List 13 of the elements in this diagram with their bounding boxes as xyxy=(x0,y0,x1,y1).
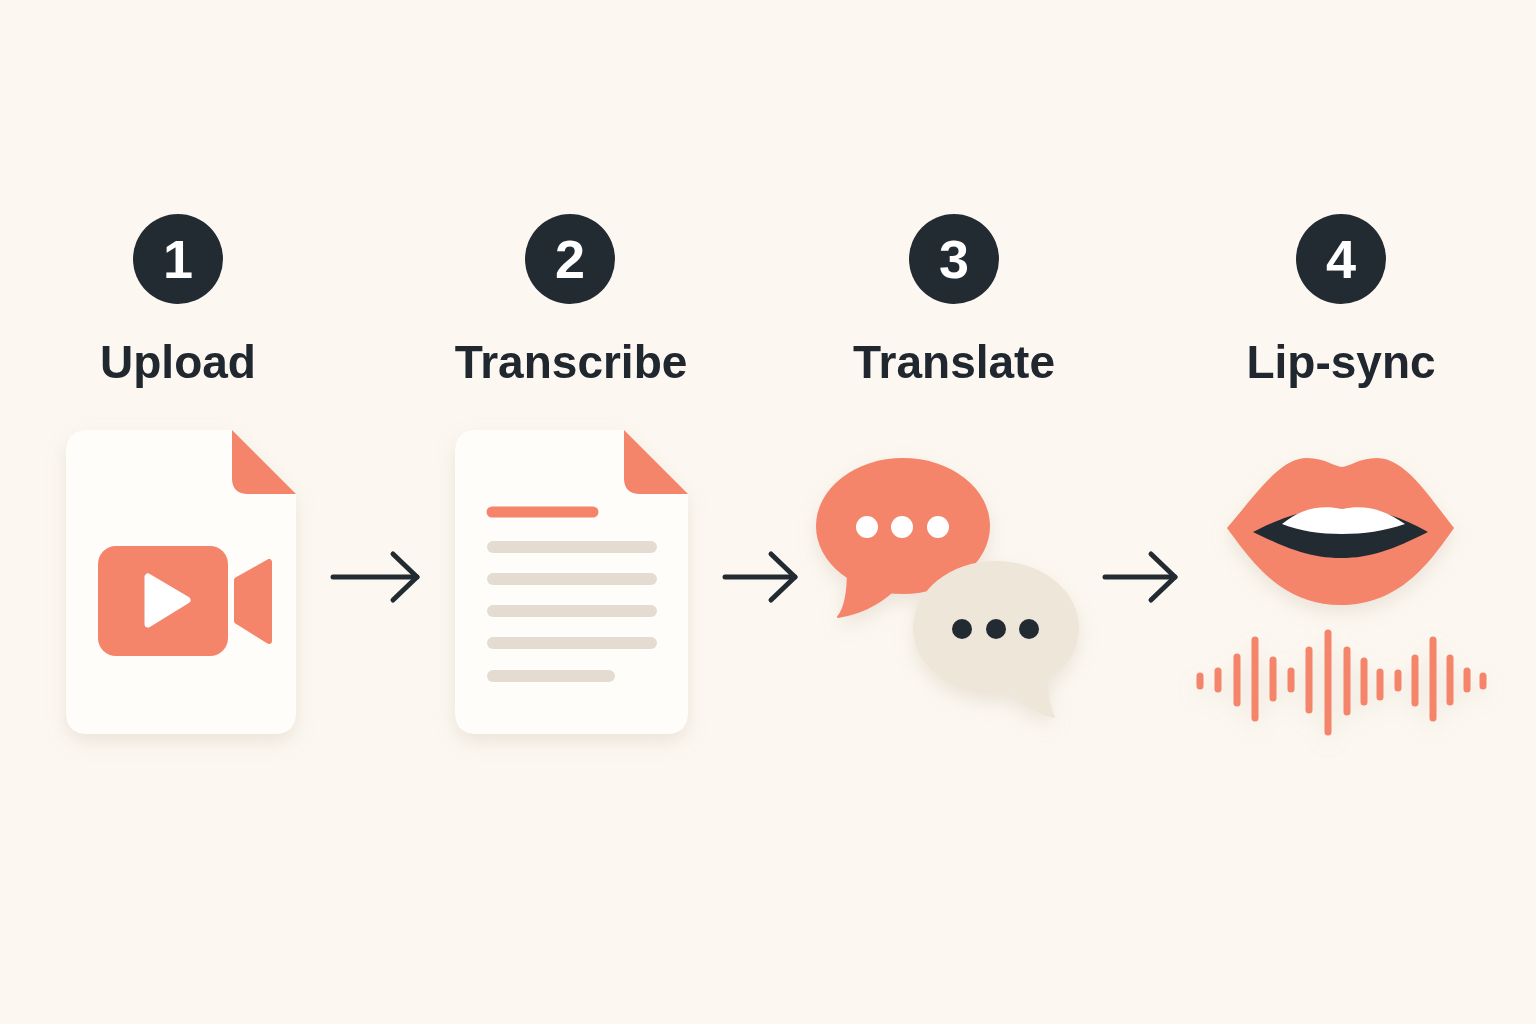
video-file-illustration xyxy=(66,430,296,734)
step-number-circle: 4 xyxy=(1296,214,1386,304)
step-title: Transcribe xyxy=(454,336,688,388)
step-title: Translate xyxy=(853,336,1055,388)
arrow xyxy=(330,551,420,603)
text-document-illustration xyxy=(455,430,688,734)
step-number-circle: 1 xyxy=(133,214,223,304)
arrow xyxy=(1102,551,1178,603)
step-number-circle: 3 xyxy=(909,214,999,304)
step-title: Upload xyxy=(100,336,256,388)
step-number-circle: 2 xyxy=(525,214,615,304)
arrow xyxy=(722,551,798,603)
step-title: Lip-sync xyxy=(1246,336,1436,388)
